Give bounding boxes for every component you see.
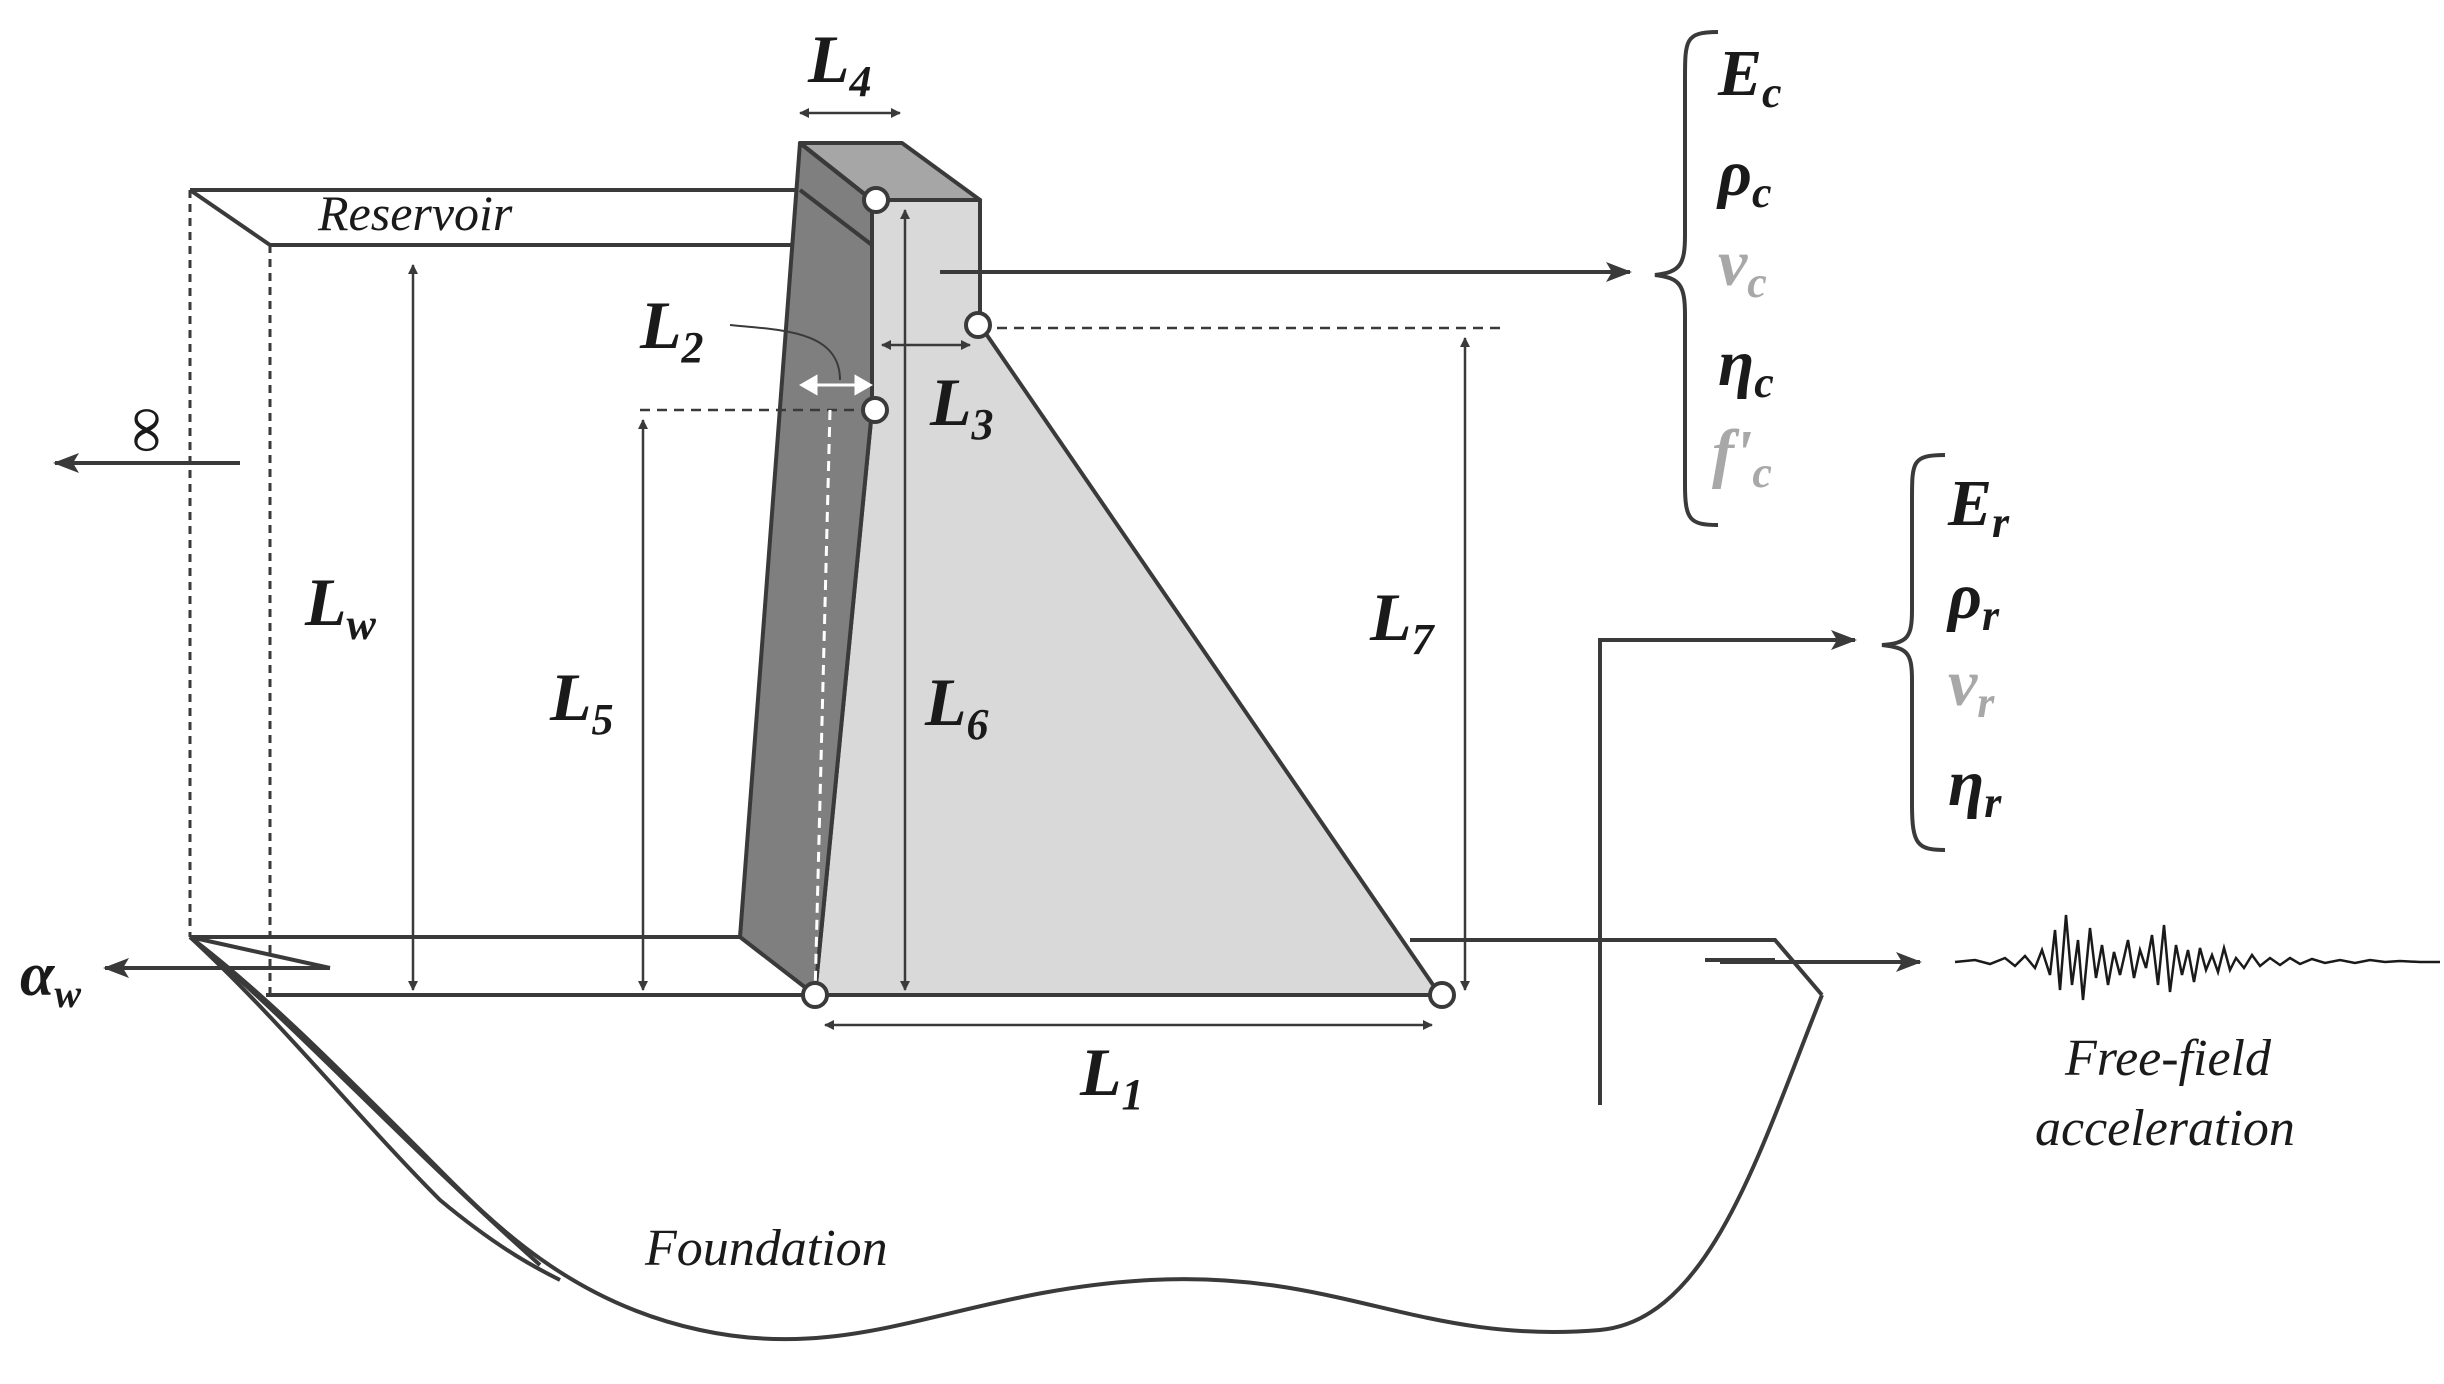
L2-arrow (798, 374, 874, 396)
arrows (53, 262, 1922, 1105)
node-crest-upstream (862, 186, 890, 214)
alpha-w-label: αw (20, 941, 81, 1016)
L2-label: L2 (639, 287, 704, 372)
reservoir-label: Reservoir (317, 185, 513, 241)
node-crest-downstream (964, 311, 992, 339)
free-field-label-line2: acceleration (2035, 1100, 2295, 1157)
L3-label: L3 (929, 364, 994, 449)
L4-label: L4 (807, 21, 872, 106)
dimension-lines (408, 108, 1470, 1030)
Lw-label: Lw (304, 564, 377, 649)
node-toe (1428, 981, 1456, 1009)
reservoir (188, 188, 872, 997)
L7-label: L7 (1369, 579, 1436, 664)
free-field-label-line1: Free-field (2064, 1030, 2272, 1087)
concrete-brace (1654, 30, 1719, 527)
concrete-param-eta: ηc (1718, 327, 1774, 407)
rock-param-eta: ηr (1948, 747, 2002, 827)
rock-param-nu: νr (1948, 647, 1995, 727)
rock-params: Er ρr νr ηr (1946, 467, 2010, 827)
L1-label: L1 (1079, 1034, 1144, 1119)
concrete-param-E: Ec (1717, 37, 1782, 117)
L6-label: L6 (924, 664, 989, 749)
node-heel-top (861, 396, 889, 424)
concrete-param-fc: f'c (1712, 417, 1772, 497)
free-field-accelerogram (1954, 914, 2440, 1001)
infinity-symbol: ∞ (108, 407, 179, 453)
concrete-param-rho: ρc (1716, 137, 1772, 217)
reference-lines (640, 326, 1505, 996)
dam-nodes (801, 186, 1456, 1009)
rock-param-E: Er (1947, 467, 2010, 547)
L5-label: L5 (549, 659, 614, 744)
rock-param-rho: ρr (1946, 560, 2000, 640)
concrete-params: Ec ρc νc ηc f'c (1712, 37, 1782, 497)
rock-params-arrow (1598, 630, 1857, 1105)
concrete-param-nu: νc (1718, 227, 1767, 307)
foundation (188, 935, 1824, 1342)
dam-body (738, 141, 1442, 997)
foundation-label: Foundation (644, 1220, 888, 1277)
rock-brace (1881, 453, 1946, 852)
braces (1654, 30, 1946, 852)
node-heel (801, 981, 829, 1009)
